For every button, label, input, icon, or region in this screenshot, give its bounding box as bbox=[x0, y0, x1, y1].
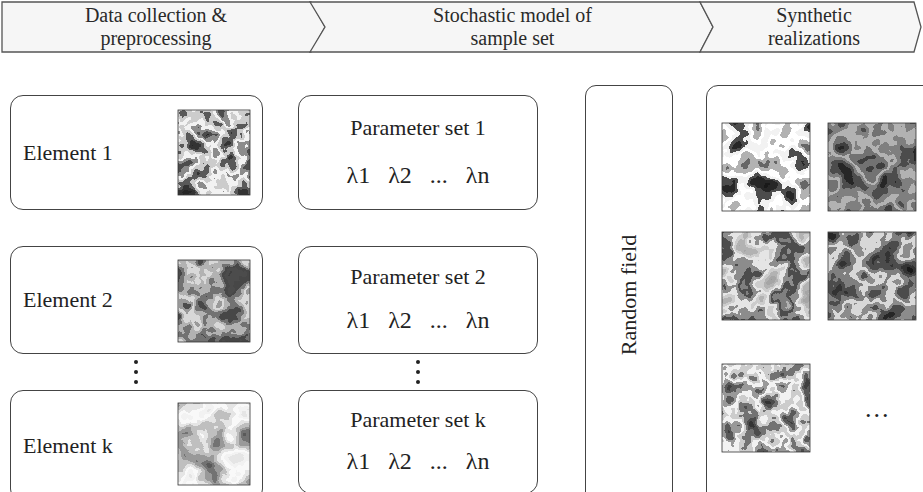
element-label: Element 2 bbox=[23, 287, 113, 313]
sample-frame bbox=[722, 364, 810, 452]
element-box: Element k bbox=[10, 390, 263, 492]
realizations-panel: ... bbox=[706, 85, 923, 492]
texture-sample bbox=[178, 110, 250, 195]
sample-frame bbox=[722, 123, 810, 211]
parameter-box: Parameter set k λ1 λ2 ... λn bbox=[298, 390, 538, 492]
texture-sample bbox=[722, 364, 810, 452]
element-box: Element 1 bbox=[10, 95, 263, 210]
parameter-list: λ1 λ2 ... λn bbox=[347, 448, 490, 475]
parameter-box: Parameter set 1 λ1 λ2 ... λn bbox=[298, 95, 538, 210]
stage-chevron: Stochastic model of sample set bbox=[310, 0, 714, 54]
stage-label: Data collection & preprocessing bbox=[56, 4, 256, 50]
sample-frame bbox=[828, 123, 916, 211]
stage-chevron: Synthetic realizations bbox=[700, 0, 923, 54]
parameter-heading: Parameter set 2 bbox=[350, 264, 486, 290]
parameter-heading: Parameter set k bbox=[350, 407, 486, 433]
texture-sample bbox=[828, 232, 916, 320]
texture-sample bbox=[178, 403, 250, 485]
texture-sample bbox=[722, 232, 810, 320]
element-box: Element 2 bbox=[10, 246, 263, 354]
sample-frame bbox=[828, 232, 916, 320]
sample-frame bbox=[178, 260, 250, 342]
parameter-heading: Parameter set 1 bbox=[350, 115, 486, 141]
element-label: Element k bbox=[23, 433, 113, 459]
sample-frame bbox=[722, 232, 810, 320]
parameter-box: Parameter set 2 λ1 λ2 ... λn bbox=[298, 246, 538, 354]
stage-label: Synthetic realizations bbox=[749, 4, 879, 50]
vertical-ellipsis bbox=[416, 360, 420, 384]
stage-chevron: Data collection & preprocessing bbox=[0, 0, 326, 54]
texture-sample bbox=[178, 260, 250, 342]
field-label: Random field bbox=[616, 235, 642, 355]
vertical-ellipsis bbox=[134, 360, 138, 384]
random-field-box: Random field bbox=[585, 85, 673, 492]
stage-label: Stochastic model of sample set bbox=[423, 4, 603, 50]
sample-frame bbox=[178, 403, 250, 485]
parameter-list: λ1 λ2 ... λn bbox=[347, 162, 490, 189]
parameter-list: λ1 λ2 ... λn bbox=[347, 307, 490, 334]
sample-frame bbox=[178, 110, 250, 195]
ellipsis-label: ... bbox=[865, 394, 891, 424]
element-label: Element 1 bbox=[23, 140, 113, 166]
texture-sample bbox=[722, 123, 810, 211]
texture-sample bbox=[828, 123, 916, 211]
